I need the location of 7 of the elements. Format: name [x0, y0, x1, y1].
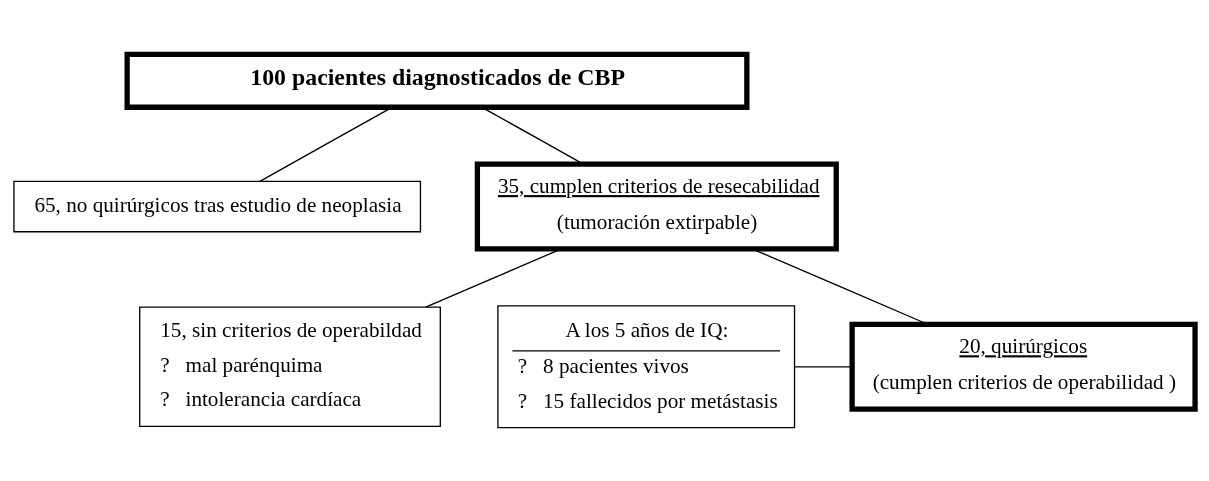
- connector: [794, 365, 853, 367]
- node-box: A los 5 años de IQ: ? 8 pacientes vivos ? 15 fallecidos por metástasis: [497, 304, 796, 428]
- node-box: 35, cumplen criterios de resecabilidad (tumoración extirpable): [474, 161, 839, 252]
- node-box: 100 pacientes diagnosticados de CBP: [124, 51, 750, 110]
- node-box: 65, no quirúrgicos tras estudio de neoplasia: [13, 180, 422, 232]
- node-box: 20, quirúrgicos (cumplen criterios de operabilidad ): [849, 321, 1198, 412]
- node-box: 15, sin criterios de operabildad ? mal parénquima ? intolerancia cardíaca: [139, 306, 441, 427]
